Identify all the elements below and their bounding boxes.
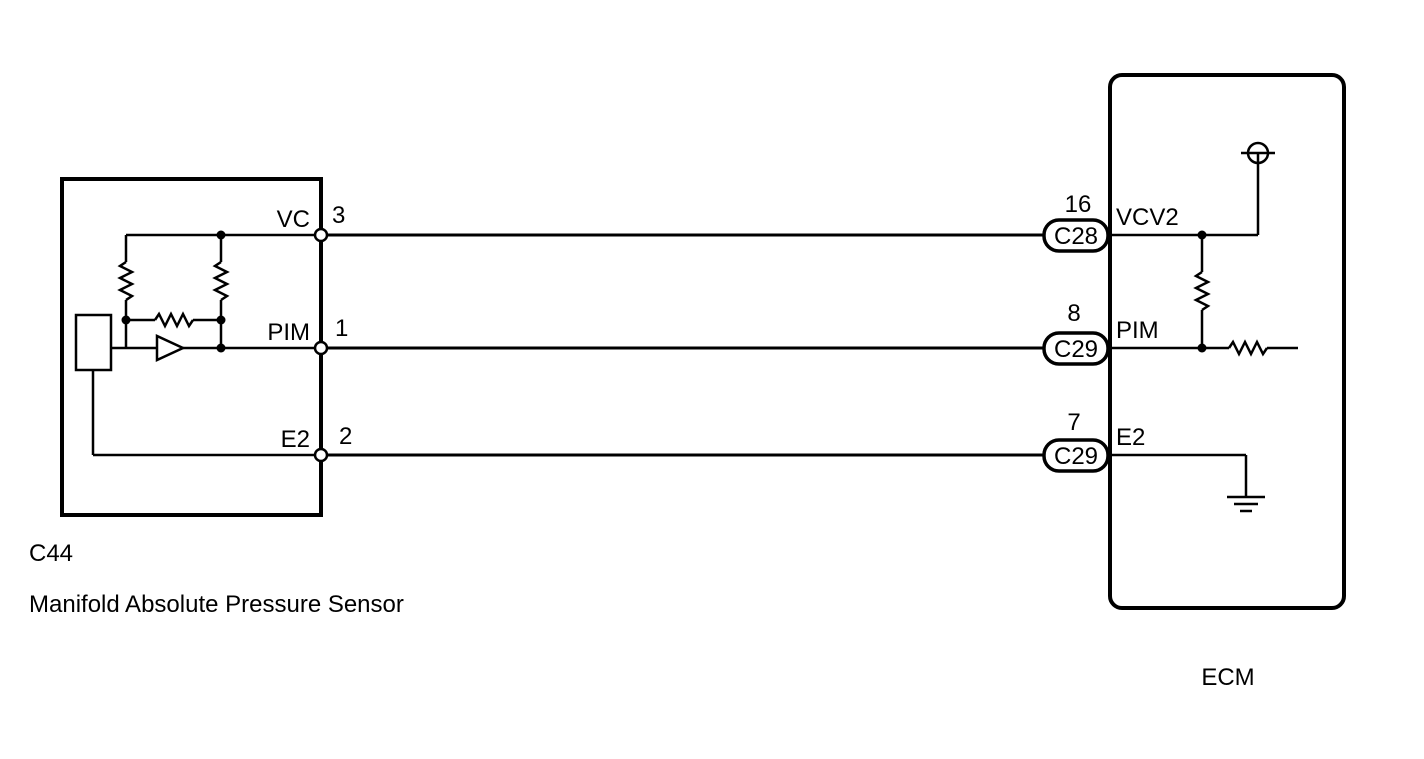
sensor-internal-circuit xyxy=(74,230,321,457)
power-supply-icon xyxy=(1241,141,1275,165)
connector-c29-e2-label: C29 xyxy=(1054,443,1098,470)
connector-c28-label: C28 xyxy=(1054,223,1098,250)
resistor-left-icon xyxy=(117,260,135,302)
ecm: C28 C29 C29 16 8 7 VCV2 PIM E2 xyxy=(1042,73,1346,691)
harness-wires xyxy=(321,233,1047,457)
sensor-pin-pim-label: PIM xyxy=(267,319,310,346)
ecm-pin-vcv2-label: VCV2 xyxy=(1116,204,1179,231)
junction-dot xyxy=(216,343,226,353)
sensor-pin-e2-label: E2 xyxy=(281,426,310,453)
junction-dot xyxy=(121,315,131,325)
connector-c28-capsule xyxy=(1042,218,1110,253)
connector-c29-pim-capsule xyxy=(1042,331,1110,366)
sensor-pin-pim-number: 1 xyxy=(335,315,348,342)
ecm-pullup-resistor-icon xyxy=(1193,270,1211,312)
ecm-internal-circuit xyxy=(1110,141,1298,513)
junction-dot xyxy=(1197,230,1207,240)
ecm-pin-e2-label: E2 xyxy=(1116,424,1145,451)
resistor-middle-icon xyxy=(153,311,195,329)
ecm-box xyxy=(1108,73,1346,610)
amplifier-icon xyxy=(155,334,186,362)
sensor-connector-id: C44 xyxy=(29,540,73,567)
ecm-pin-vcv2-number: 16 xyxy=(1065,191,1092,218)
resistor-right-icon xyxy=(212,260,230,302)
ecm-pin-e2-number: 7 xyxy=(1067,409,1080,436)
ecm-input-resistor-icon xyxy=(1227,339,1269,357)
connector-c29-pim-label: C29 xyxy=(1054,336,1098,363)
sensing-element-icon xyxy=(74,313,113,372)
terminal-e2 xyxy=(313,447,329,463)
sensor-pin-vc-number: 3 xyxy=(332,202,345,229)
terminal-pim xyxy=(313,340,329,356)
ground-icon xyxy=(1227,495,1265,513)
map-sensor: VC PIM E2 3 1 2 C44 Manifold Absolute Pr… xyxy=(29,177,404,618)
junction-dot xyxy=(216,230,226,240)
ecm-name: ECM xyxy=(1201,664,1254,691)
sensor-pin-vc-label: VC xyxy=(277,206,310,233)
ecm-pin-pim-number: 8 xyxy=(1067,300,1080,327)
ecm-pin-pim-label: PIM xyxy=(1116,317,1159,344)
junction-dot xyxy=(1197,343,1207,353)
sensor-pin-e2-number: 2 xyxy=(339,423,352,450)
junction-dot xyxy=(216,315,226,325)
terminal-vc xyxy=(313,227,329,243)
connector-c29-e2-capsule xyxy=(1042,438,1110,473)
sensor-name: Manifold Absolute Pressure Sensor xyxy=(29,591,404,618)
